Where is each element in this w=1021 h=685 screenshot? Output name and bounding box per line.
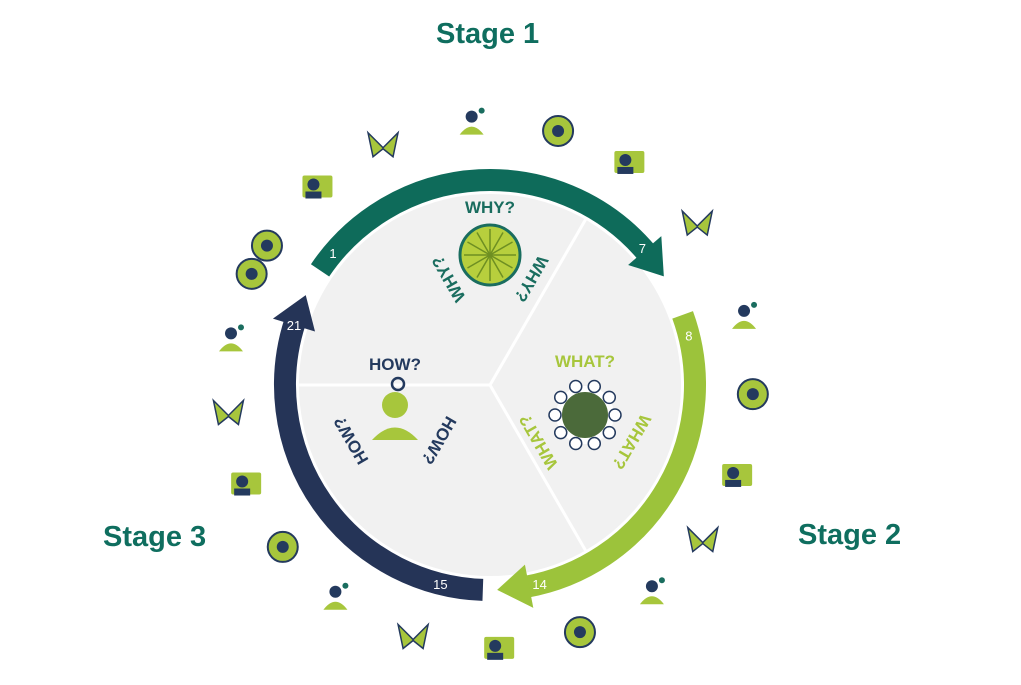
gear-node	[568, 379, 583, 394]
compass-star-icon	[459, 107, 485, 135]
people-connect-icon	[235, 257, 268, 290]
gear-node	[587, 379, 602, 394]
stage-3-arc	[274, 318, 484, 601]
gear-node	[548, 408, 562, 422]
sector-divider	[488, 218, 587, 386]
arrows-cross-icon	[686, 525, 720, 553]
stage-2-arc	[523, 311, 706, 598]
gear-node	[608, 408, 622, 422]
step-number: 7	[639, 241, 646, 256]
gear-node	[553, 425, 568, 440]
stage-2-label: Stage 2	[798, 519, 902, 551]
arrows-star-icon	[396, 622, 430, 650]
stage-1-arrowhead	[628, 236, 664, 277]
network-icon	[231, 472, 262, 496]
emblem-ray	[489, 254, 513, 269]
butterfly-check-icon	[218, 324, 244, 352]
step-number: 21	[287, 318, 301, 333]
presentation-icon	[680, 208, 714, 237]
step-number: 15	[433, 577, 447, 592]
gear-node	[553, 390, 568, 405]
butterfly-person-icon	[266, 530, 299, 563]
center-word: HOW?	[369, 355, 421, 374]
person-screen-icon	[323, 582, 349, 610]
step-number: 8	[685, 328, 692, 343]
how-person-body-icon	[372, 427, 418, 440]
play-icon	[563, 616, 596, 649]
gear-node	[587, 436, 602, 451]
butterfly-circle-icon	[212, 398, 245, 426]
how-person-head-icon	[382, 392, 408, 418]
emblem-ray	[489, 232, 504, 256]
emblem-ray	[467, 254, 491, 269]
network-icon	[614, 150, 645, 174]
gear-icon	[390, 376, 406, 392]
emblem-ray	[476, 254, 491, 278]
stage-arrows	[272, 169, 706, 608]
stage-3-label: Stage 3	[103, 521, 207, 553]
center-word: WHAT?	[555, 352, 615, 371]
step-numbers: 1 7 8 14 15 21	[287, 241, 693, 592]
emblem-ray	[476, 232, 491, 256]
stage-3-arrowhead	[272, 295, 315, 332]
stage-2-arrowhead	[497, 564, 534, 608]
center-sectors	[299, 194, 681, 576]
sector-divider	[488, 384, 587, 552]
emblem-ray	[467, 241, 491, 256]
magnifier-icon	[732, 301, 758, 329]
outer-icons	[212, 107, 769, 660]
thinking-person-icon	[542, 114, 575, 147]
kaleidoscope-icon	[484, 636, 515, 660]
person-chart-icon	[722, 463, 753, 487]
emblem-ray	[489, 254, 504, 278]
globe-icon	[250, 229, 283, 262]
person-document-icon	[639, 577, 665, 605]
team-meeting-icon	[366, 130, 400, 159]
gear-node	[602, 425, 617, 440]
stage-1-label: Stage 1	[436, 18, 540, 50]
butterfly-question-icon	[302, 175, 333, 199]
step-number: 14	[532, 577, 546, 592]
center-word: WHY?	[465, 198, 515, 217]
step-number: 1	[329, 246, 336, 261]
emblem-ray	[489, 241, 513, 256]
stage-1-arc	[310, 169, 656, 277]
gear-node	[568, 436, 583, 451]
gear-node	[602, 390, 617, 405]
target-butterfly-icon	[736, 378, 769, 411]
